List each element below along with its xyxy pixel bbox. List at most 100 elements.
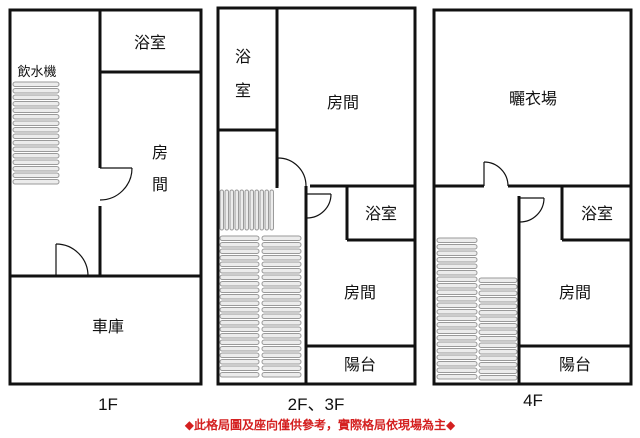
stair-tread [219, 339, 260, 345]
stair-tread [478, 342, 518, 348]
floor-4f: 曬衣場 浴室 房間 陽台 [432, 8, 633, 386]
stair-tread [269, 189, 274, 231]
stair-tread [219, 313, 260, 319]
stair-tread [12, 159, 60, 165]
stair-tread [436, 302, 478, 308]
stair-tread [12, 133, 60, 139]
stair-tread [219, 333, 260, 339]
1f-water-dispenser-label: 飲水機 [17, 64, 56, 80]
1f-bedroom-door [99, 167, 133, 201]
stair-tread [436, 263, 478, 269]
stair-tread [264, 189, 269, 231]
stair-tread [12, 120, 60, 126]
stair-tread [12, 140, 60, 146]
4f-bedroom-label: 房間 [559, 283, 591, 302]
stair-tread [478, 355, 518, 361]
stair-tread [478, 277, 518, 283]
stair-tread [478, 349, 518, 355]
stair-tread [436, 270, 478, 276]
4f-staircase [436, 237, 518, 381]
stair-tread [261, 255, 302, 261]
stair-tread [436, 296, 478, 302]
stair-tread [249, 189, 254, 231]
1f-garage-label: 車庫 [92, 317, 124, 336]
stair-tread [478, 290, 518, 296]
stair-tread [12, 127, 60, 133]
stair-tread [12, 179, 60, 185]
stair-tread [436, 341, 478, 347]
stair-tread [219, 294, 260, 300]
stair-tread [478, 323, 518, 329]
stair-tread [261, 307, 302, 313]
stair-tread [12, 166, 60, 172]
2f-upper-door [277, 157, 307, 187]
stair-tread [478, 336, 518, 342]
stair-tread [261, 372, 302, 378]
stair-tread [261, 261, 302, 267]
1f-bathroom-label: 浴室 [134, 33, 166, 52]
4f-lower-door [519, 197, 545, 223]
stair-tread [436, 361, 478, 367]
stair-tread [478, 303, 518, 309]
stair-tread [261, 268, 302, 274]
4f-balcony-label: 陽台 [559, 355, 591, 374]
4f-upper-door [483, 161, 509, 187]
stair-tread [219, 300, 260, 306]
stair-tread [436, 335, 478, 341]
stair-tread [478, 310, 518, 316]
stair-tread [261, 333, 302, 339]
2f-outline [216, 6, 417, 386]
stair-tread [219, 189, 224, 231]
4f-bathroom-label: 浴室 [581, 204, 613, 223]
stair-tread [219, 326, 260, 332]
stair-tread [261, 235, 302, 241]
4f-outline [432, 8, 633, 386]
stair-tread [261, 274, 302, 280]
stair-tread [436, 237, 478, 243]
stair-tread [12, 88, 60, 94]
stair-tread [239, 189, 244, 231]
stair-tread [436, 315, 478, 321]
stair-tread [219, 307, 260, 313]
2f-upper-bedroom-label: 房間 [327, 93, 359, 112]
2f-balcony-label: 陽台 [344, 355, 376, 374]
stair-tread [12, 107, 60, 113]
stair-tread [261, 294, 302, 300]
stair-tread [261, 339, 302, 345]
stair-tread [436, 374, 478, 380]
stair-tread [436, 257, 478, 263]
disclaimer-note: ◆此格局圖及座向僅供參考，實際格局依現場為主◆ [185, 417, 456, 432]
stair-tread [261, 248, 302, 254]
stair-tread [436, 309, 478, 315]
stair-tread [261, 352, 302, 358]
stair-tread [478, 329, 518, 335]
2f-bathroom-label: 浴室 [365, 204, 397, 223]
stair-tread [436, 250, 478, 256]
stair-tread [259, 189, 264, 231]
stair-tread [261, 326, 302, 332]
stair-tread [219, 359, 260, 365]
stair-tread [261, 281, 302, 287]
floor-label-2f-3f: 2F、3F [288, 395, 345, 414]
2f-left-bath-label-2: 室 [235, 81, 251, 100]
stair-tread [12, 114, 60, 120]
stair-tread [219, 274, 260, 280]
2f-lower-door [306, 193, 332, 219]
stair-tread [244, 189, 249, 231]
floor-2f-3f: 浴 室 房間 浴室 房間 陽台 [216, 6, 417, 386]
stair-tread [219, 352, 260, 358]
stair-tread [261, 320, 302, 326]
stair-tread [436, 276, 478, 282]
stair-tread [261, 287, 302, 293]
stair-tread [436, 328, 478, 334]
4f-laundry-label: 曬衣場 [509, 89, 557, 108]
stair-tread [436, 322, 478, 328]
stair-tread [219, 268, 260, 274]
stair-tread [12, 94, 60, 100]
stair-tread [219, 346, 260, 352]
2f-staircase [219, 189, 302, 378]
stair-tread [224, 189, 229, 231]
stair-tread [478, 297, 518, 303]
stair-tread [436, 348, 478, 354]
